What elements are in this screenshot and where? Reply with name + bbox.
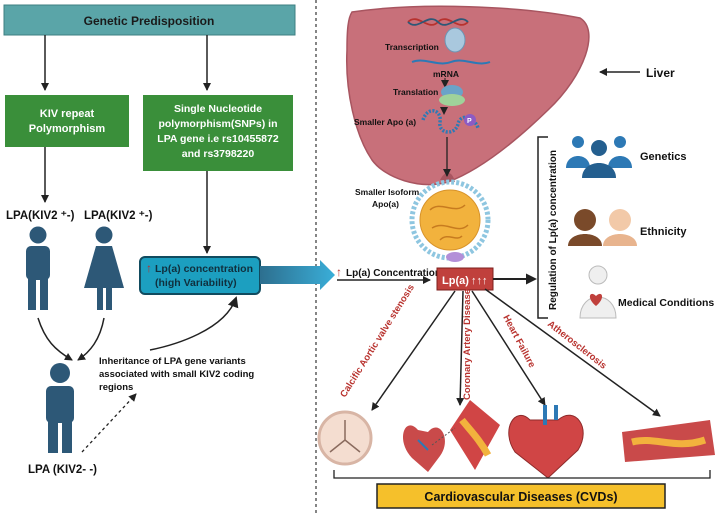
phosphate-icon <box>464 114 476 126</box>
lpa-concentration-label: Lp(a) Concentration <box>346 268 441 279</box>
female-figure-icon <box>84 226 124 310</box>
atherosclerosis-label: Atherosclerosis <box>545 319 608 372</box>
ethnicity-icon <box>568 209 637 246</box>
lpa-child-label: LPA (KIV2- -) <box>28 464 97 476</box>
arrow-to-heart-failure <box>471 290 546 406</box>
genetics-icon <box>566 136 632 178</box>
regulation-label: Regulation of Lp(a) concentration <box>548 150 559 310</box>
lpa-male-label: LPA(KIV2 ⁺-) <box>6 210 75 222</box>
snp-label-4: and rs3798220 <box>182 148 255 160</box>
kiv-repeat-box: KIV repeat Polymorphism <box>5 95 129 147</box>
snp-label-3: LPA gene i.e rs10455872 <box>157 133 279 145</box>
medical-conditions-label: Medical Conditions <box>618 297 714 309</box>
lpa-box-label: Lp(a) <box>442 275 469 287</box>
medical-conditions-icon <box>579 265 617 319</box>
arrow-female-to-child <box>77 317 105 361</box>
arrow-inherit-to-conc <box>149 296 239 351</box>
lpa-female-label: LPA(KIV2 ⁺-) <box>84 210 153 222</box>
child-figure-icon <box>46 363 74 453</box>
genetic-predisposition-label: Genetic Predisposition <box>84 14 215 28</box>
arrow-to-coronary <box>456 290 465 406</box>
polymerase-icon <box>444 27 466 53</box>
coronary-label: Coronary Artery Disease <box>462 289 473 400</box>
dna-icon <box>407 18 469 26</box>
inherit-label-3: regions <box>99 382 133 393</box>
lpa-conc-label-2: (high Variability) <box>155 277 237 289</box>
arrow-male-to-child <box>37 317 73 361</box>
lpa-concentration-box: ↑ Lp(a) concentration (high Variability) <box>139 256 261 295</box>
isoform-label-2: Apo(a) <box>372 199 399 209</box>
inherit-label-1: Inheritance of LPA gene variants <box>99 356 246 367</box>
translation-label: Translation <box>393 87 438 97</box>
ethnicity-label: Ethnicity <box>640 226 687 238</box>
up-arrow-icon-2: ↑ <box>336 265 342 279</box>
cvd-bracket <box>333 470 711 479</box>
ribosome-icon <box>439 85 465 106</box>
kiv-label-1: KIV repeat <box>40 108 95 120</box>
calcific-label: Calcific Aortic valve stenosis <box>338 283 417 400</box>
dashed-arrow-child-to-inherit <box>81 393 137 453</box>
isoform-label-1: Smaller Isoform <box>355 187 420 197</box>
genetic-predisposition-box: Genetic Predisposition <box>3 4 296 36</box>
lpa-box: Lp(a) ↑↑↑ <box>436 267 494 291</box>
lpa-box-arrows-icon: ↑↑↑ <box>471 275 488 287</box>
up-arrow-icon: ↑ <box>146 261 152 275</box>
heart-failure-label: Heart Failure <box>500 313 537 369</box>
heart-failure-icon <box>508 405 584 479</box>
lipoprotein-particle-icon <box>409 179 491 262</box>
mrna-strand-icon <box>411 59 491 65</box>
snp-box: Single Nucleotide polymorphism(SNPs) in … <box>143 95 293 171</box>
male-figure-icon <box>26 226 50 310</box>
transcription-label: Transcription <box>385 42 439 52</box>
lpa-conc-label-1: Lp(a) concentration <box>155 263 253 275</box>
phosphate-label: P <box>467 118 472 125</box>
mrna-label: mRNA <box>433 69 459 79</box>
snp-label-1: Single Nucleotide <box>174 103 262 115</box>
heart-coronary-icon <box>402 400 500 472</box>
cvd-label: Cardiovascular Diseases (CVDs) <box>424 490 617 504</box>
aortic-valve-icon <box>317 410 373 466</box>
inherit-label-2: associated with small KIV2 coding <box>99 369 254 380</box>
genetics-label: Genetics <box>640 151 686 163</box>
snp-label-2: polymorphism(SNPs) in <box>158 118 277 130</box>
artery-plaque-icon <box>622 420 715 462</box>
arrow-to-atherosclerosis <box>484 288 661 417</box>
cvd-box: Cardiovascular Diseases (CVDs) <box>376 483 666 509</box>
flow-arrow-to-right <box>260 260 335 290</box>
arrow-to-calcific <box>371 290 456 411</box>
liver-illustration <box>345 5 590 186</box>
smaller-apo-label: Smaller Apo (a) <box>354 117 416 127</box>
liver-label: Liver <box>646 66 675 80</box>
regulation-bracket <box>537 136 548 319</box>
kiv-label-2: Polymorphism <box>29 123 106 135</box>
